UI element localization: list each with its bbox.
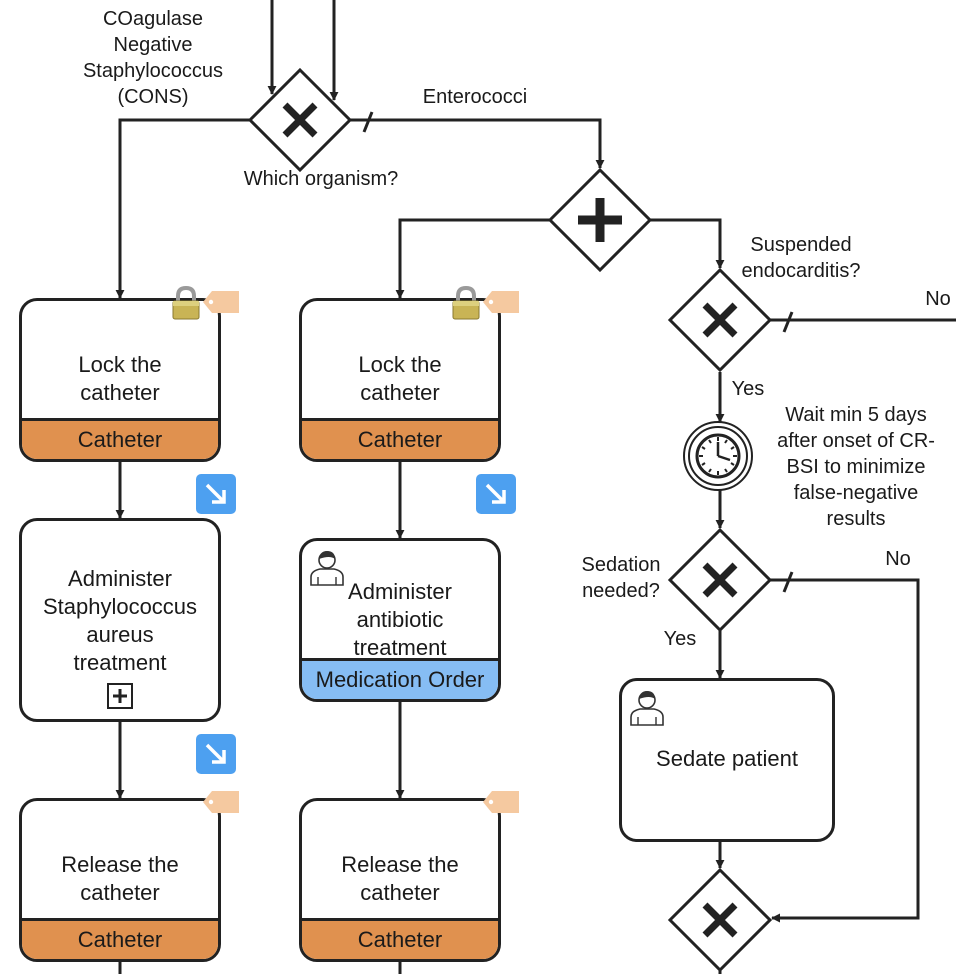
task-lock-catheter-mid[interactable]: Lock the catheter Catheter bbox=[299, 298, 501, 462]
endocarditis-gateway-label: Suspended endocarditis? bbox=[741, 234, 861, 282]
task-administer-antibiotic[interactable]: Administer antibiotic treatment Medicati… bbox=[299, 538, 501, 702]
tag-icon bbox=[482, 790, 520, 819]
flow-sedation-no bbox=[770, 578, 920, 923]
tag-icon bbox=[202, 790, 240, 819]
tag-icon bbox=[202, 290, 240, 319]
exclusive-gateway-organism[interactable] bbox=[247, 67, 353, 173]
exclusive-gateway-endocarditis[interactable] bbox=[667, 267, 773, 373]
exclusive-gateway-sedation[interactable] bbox=[667, 527, 773, 633]
task-lock-catheter-left[interactable]: Lock the catheter Catheter bbox=[19, 298, 221, 462]
parallel-gateway[interactable] bbox=[547, 167, 653, 273]
enterococci-branch-label: Enterococci bbox=[422, 86, 528, 108]
task-sedate-patient[interactable]: Sedate patient bbox=[619, 678, 835, 842]
data-object-catheter: Catheter bbox=[22, 418, 218, 459]
task-title: Lock the catheter bbox=[358, 352, 442, 405]
task-title: Administer antibiotic treatment bbox=[348, 579, 452, 660]
organism-gateway-label: Which organism? bbox=[243, 168, 399, 190]
flow-cons bbox=[115, 118, 250, 299]
sequence-flows bbox=[115, 0, 956, 974]
default-flow-mark-3 bbox=[782, 571, 794, 593]
flow-enterococci bbox=[350, 118, 605, 169]
user-task-icon bbox=[628, 687, 666, 732]
padlock-icon bbox=[170, 285, 202, 325]
subprocess-administer-staph[interactable]: Administer Staphylococcus aureus treatme… bbox=[19, 518, 221, 722]
flow-parallel-mid bbox=[395, 218, 550, 299]
task-title: Release the catheter bbox=[341, 852, 459, 905]
default-flow-mark bbox=[362, 111, 374, 133]
timer-label: Wait min 5 days after onset of CR- BSI t… bbox=[777, 404, 935, 530]
sedation-no-label: No bbox=[885, 548, 911, 570]
data-object-catheter: Catheter bbox=[22, 918, 218, 959]
endocarditis-yes-label: Yes bbox=[731, 378, 765, 400]
task-title: Administer Staphylococcus aureus treatme… bbox=[42, 566, 198, 675]
data-object-catheter: Catheter bbox=[302, 918, 498, 959]
task-release-catheter-left[interactable]: Release the catheter Catheter bbox=[19, 798, 221, 962]
flow-parallel-right bbox=[650, 218, 725, 269]
padlock-icon bbox=[450, 285, 482, 325]
cons-branch-label: COagulase Negative Staphylococcus (CONS) bbox=[82, 8, 224, 108]
user-task-icon bbox=[308, 547, 346, 592]
endocarditis-no-label: No bbox=[925, 288, 951, 310]
plus-square-icon[interactable] bbox=[107, 683, 133, 709]
sedation-yes-label: Yes bbox=[663, 628, 697, 650]
data-object-medication-order: Medication Order bbox=[302, 658, 498, 699]
arrow-down-right-icon[interactable] bbox=[476, 474, 516, 514]
task-release-catheter-mid[interactable]: Release the catheter Catheter bbox=[299, 798, 501, 962]
data-object-catheter: Catheter bbox=[302, 418, 498, 459]
arrow-down-right-icon[interactable] bbox=[196, 474, 236, 514]
task-title: Sedate patient bbox=[656, 746, 798, 771]
arrow-down-right-icon[interactable] bbox=[196, 734, 236, 774]
tag-icon bbox=[482, 290, 520, 319]
task-title: Lock the catheter bbox=[78, 352, 162, 405]
default-flow-mark-2 bbox=[782, 311, 794, 333]
timer-event-icon[interactable] bbox=[683, 421, 753, 491]
task-title: Release the catheter bbox=[61, 852, 179, 905]
sedation-gateway-label: Sedation needed? bbox=[581, 554, 661, 602]
exclusive-gateway-join[interactable] bbox=[667, 867, 773, 973]
